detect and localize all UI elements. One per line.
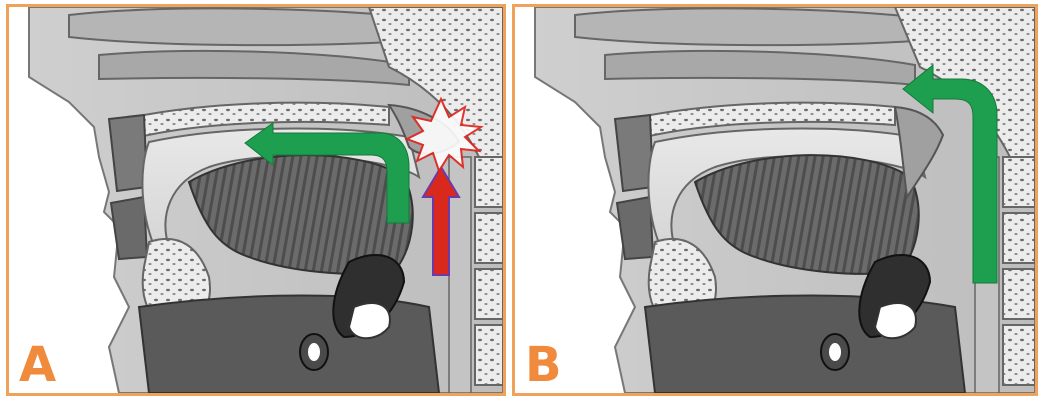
anatomy-illustration-a — [9, 7, 503, 393]
panel-a: A — [6, 4, 506, 396]
panel-label-b: B — [525, 341, 562, 389]
panel-label-a: A — [19, 341, 56, 389]
anatomy-illustration-b — [515, 7, 1035, 393]
panel-b: B — [512, 4, 1038, 396]
